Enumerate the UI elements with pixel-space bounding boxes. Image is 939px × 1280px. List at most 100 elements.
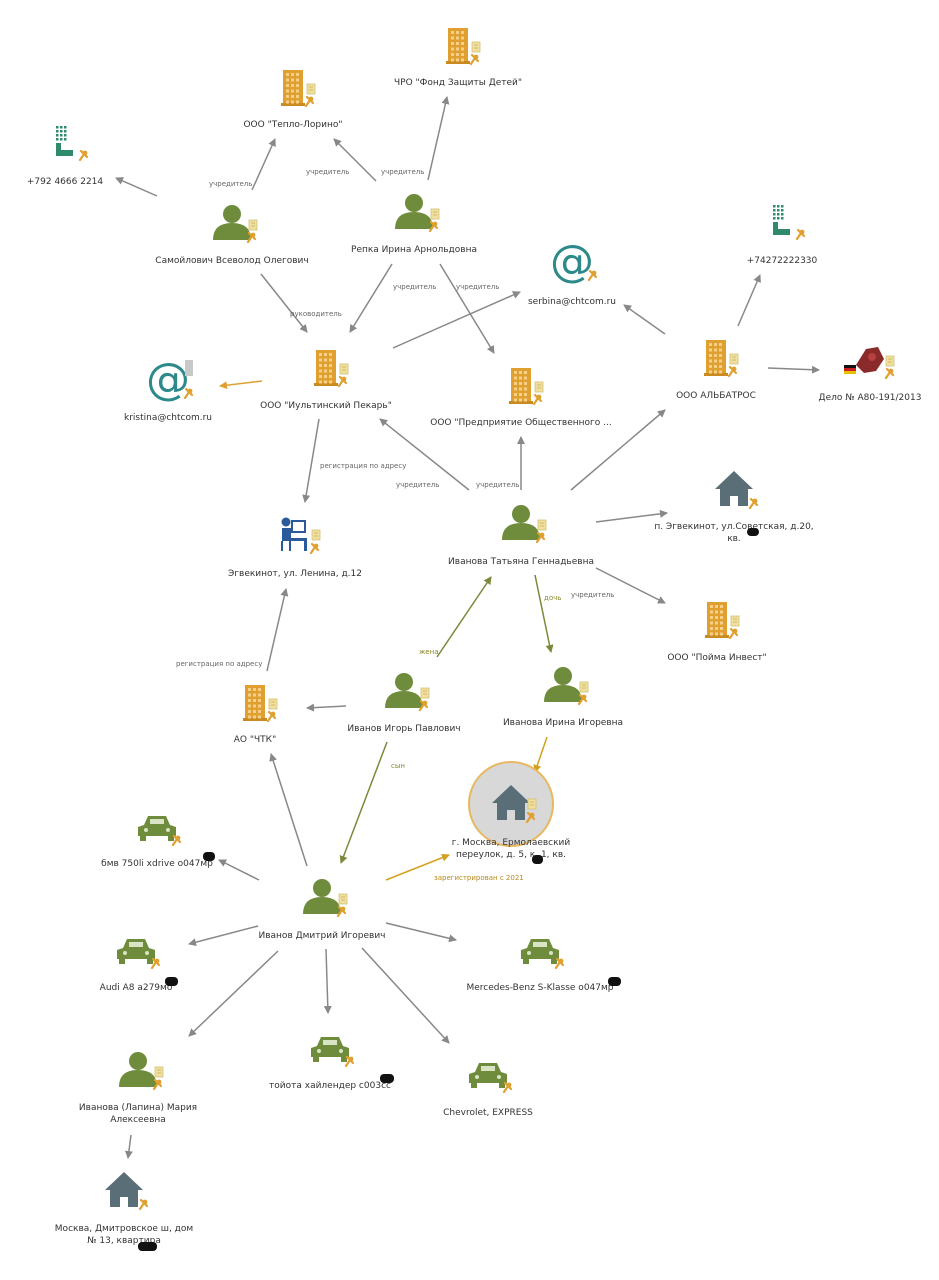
edge-igor-dmitry — [339, 741, 388, 864]
edge-samoilovich-teplo — [251, 138, 276, 191]
node-label-email_serbina[interactable]: serbina@chtcom.ru — [527, 297, 617, 307]
building-icon[interactable] — [509, 368, 544, 406]
svg-text:@: @ — [550, 236, 594, 287]
phone-keypad-icon[interactable] — [773, 205, 806, 241]
node-label-teplo[interactable]: ООО "Тепло-Лорино" — [243, 120, 343, 130]
edge-dmitry-chtk — [269, 753, 308, 867]
edge-iultin-email_serbina — [392, 291, 521, 349]
edge-tatiana-albatros — [570, 409, 666, 491]
edge-albatros-phone2 — [737, 274, 761, 327]
node-label-samoilovich[interactable]: Самойлович Всеволод Олегович — [155, 256, 309, 266]
edge-label: жена — [419, 648, 439, 656]
house-icon[interactable] — [715, 471, 759, 510]
edge-label: регистрация по адресу — [176, 660, 263, 668]
house-icon[interactable] — [105, 1172, 149, 1211]
house-icon[interactable] — [468, 761, 554, 847]
node-label-dmitry[interactable]: Иванов Дмитрий Игоревич — [258, 931, 386, 941]
edge-repka-iultin — [349, 263, 393, 333]
node-label-igor[interactable]: Иванов Игорь Павлович — [347, 724, 461, 734]
at-sign-icon[interactable]: @ — [550, 236, 598, 287]
edge-albatros-email_serbina — [623, 304, 666, 335]
node-label-phone2[interactable]: +74272222330 — [746, 256, 818, 266]
edge-label: сын — [391, 762, 405, 770]
node-label-albatros[interactable]: ООО АЛЬБАТРОС — [676, 391, 756, 401]
person-icon[interactable] — [213, 205, 258, 244]
edge-iultin-egv_addr — [302, 418, 320, 503]
edge-dmitry-moscow_addr — [385, 853, 450, 881]
edge-samoilovich-iultin — [260, 273, 308, 333]
edge-chtk-egv_addr — [266, 588, 289, 672]
node-label-delo[interactable]: Дело № А80-191/2013 — [818, 393, 922, 403]
node-label-tatiana[interactable]: Иванова Татьяна Геннадьевна — [448, 557, 594, 567]
node-label-fond[interactable]: ЧРО "Фонд Защиты Детей" — [393, 78, 523, 88]
edge-label: учредитель — [393, 283, 437, 291]
edge-label: зарегистрирован с 2021 — [434, 874, 524, 882]
edge-label: учредитель — [476, 481, 520, 489]
person-icon[interactable] — [395, 194, 440, 233]
edge-tatiana-iultin — [379, 418, 470, 491]
person-icon[interactable] — [502, 505, 547, 544]
edge-tatiana-sovetskaya — [595, 509, 668, 523]
edge-label: регистрация по адресу — [320, 462, 407, 470]
edge-dmitry-chevrolet — [361, 947, 450, 1044]
node-label-irina[interactable]: Иванова Ирина Игоревна — [502, 718, 624, 728]
edge-tatiana-irina — [534, 574, 554, 653]
person-icon[interactable] — [303, 879, 348, 918]
node-label-sovetskaya[interactable]: п. Эгвекинот, ул.Советская, д.20, кв. — [654, 522, 814, 544]
node-label-egv_addr[interactable]: Эгвекинот, ул. Ленина, д.12 — [228, 569, 362, 579]
person-icon[interactable] — [544, 667, 589, 706]
node-label-iultin[interactable]: ООО "Иультинский Пекарь" — [260, 401, 392, 411]
edge-igor-chtk — [306, 703, 347, 712]
redaction-mark — [203, 852, 215, 861]
edge-samoilovich-phone1 — [115, 177, 158, 197]
building-icon[interactable] — [281, 70, 316, 108]
node-label-mercedes[interactable]: Mercedes-Benz S-Klasse о047мр — [466, 983, 614, 993]
node-label-chevrolet[interactable]: Chevrolet, EXPRESS — [443, 1108, 533, 1118]
car-icon[interactable] — [469, 1063, 513, 1094]
node-label-repka[interactable]: Репка Ирина Арнольдовна — [351, 245, 477, 255]
car-icon[interactable] — [521, 939, 565, 970]
node-label-toyota[interactable]: тойота хайлендер с003сс — [269, 1081, 391, 1091]
building-icon[interactable] — [314, 350, 349, 388]
edge-dmitry-maria — [188, 950, 279, 1037]
redaction-mark — [608, 977, 621, 986]
office-address-icon[interactable] — [281, 517, 321, 555]
edge-tatiana-poima — [595, 567, 666, 604]
building-icon[interactable] — [243, 685, 278, 723]
car-icon[interactable] — [117, 939, 161, 970]
edge-repka-fond — [427, 96, 450, 181]
building-icon[interactable] — [446, 28, 481, 66]
edge-label: учредитель — [209, 180, 253, 188]
node-label-poima[interactable]: ООО "Пойма Инвест" — [667, 653, 767, 663]
edge-label: дочь — [544, 594, 562, 602]
car-icon[interactable] — [138, 816, 182, 847]
node-label-moscow_addr[interactable]: г. Москва, Ермолаевский переулок, д. 5, … — [451, 838, 571, 860]
building-icon[interactable] — [704, 340, 739, 378]
edge-maria-dmitrov_addr — [124, 1134, 133, 1159]
car-icon[interactable] — [311, 1037, 355, 1068]
redaction-mark — [747, 528, 759, 536]
node-label-audi[interactable]: Audi A8 а279мо — [99, 983, 173, 993]
node-label-predpr[interactable]: ООО "Предприятие Общественного ... — [430, 418, 612, 428]
at-sign-icon[interactable]: @ — [146, 354, 194, 405]
redaction-mark — [532, 855, 543, 864]
redaction-mark — [380, 1074, 394, 1083]
node-label-chtk[interactable]: АО "ЧТК" — [233, 735, 277, 745]
edge-iultin-email_kristina — [219, 380, 263, 390]
phone-keypad-icon[interactable] — [56, 126, 89, 162]
node-label-bmw[interactable]: бмв 750li xdrive о047мр — [101, 859, 213, 869]
person-icon[interactable] — [119, 1052, 164, 1091]
redaction-mark — [138, 1242, 157, 1251]
court-case-icon[interactable] — [844, 347, 895, 380]
node-label-maria[interactable]: Иванова (Лапина) Мария Алексеевна — [78, 1103, 198, 1125]
node-label-dmitrov_addr[interactable]: Москва, Дмитровское ш, дом № 13, квартир… — [54, 1224, 194, 1246]
node-label-phone1[interactable]: +792 4666 2214 — [26, 177, 104, 187]
edge-label: учредитель — [306, 168, 350, 176]
person-icon[interactable] — [385, 673, 430, 712]
node-label-email_kristina[interactable]: kristina@chtcom.ru — [123, 413, 213, 423]
edge-label: учредитель — [396, 481, 440, 489]
edge-albatros-delo — [767, 365, 820, 374]
building-icon[interactable] — [705, 602, 740, 640]
edge-igor-tatiana — [436, 576, 492, 658]
